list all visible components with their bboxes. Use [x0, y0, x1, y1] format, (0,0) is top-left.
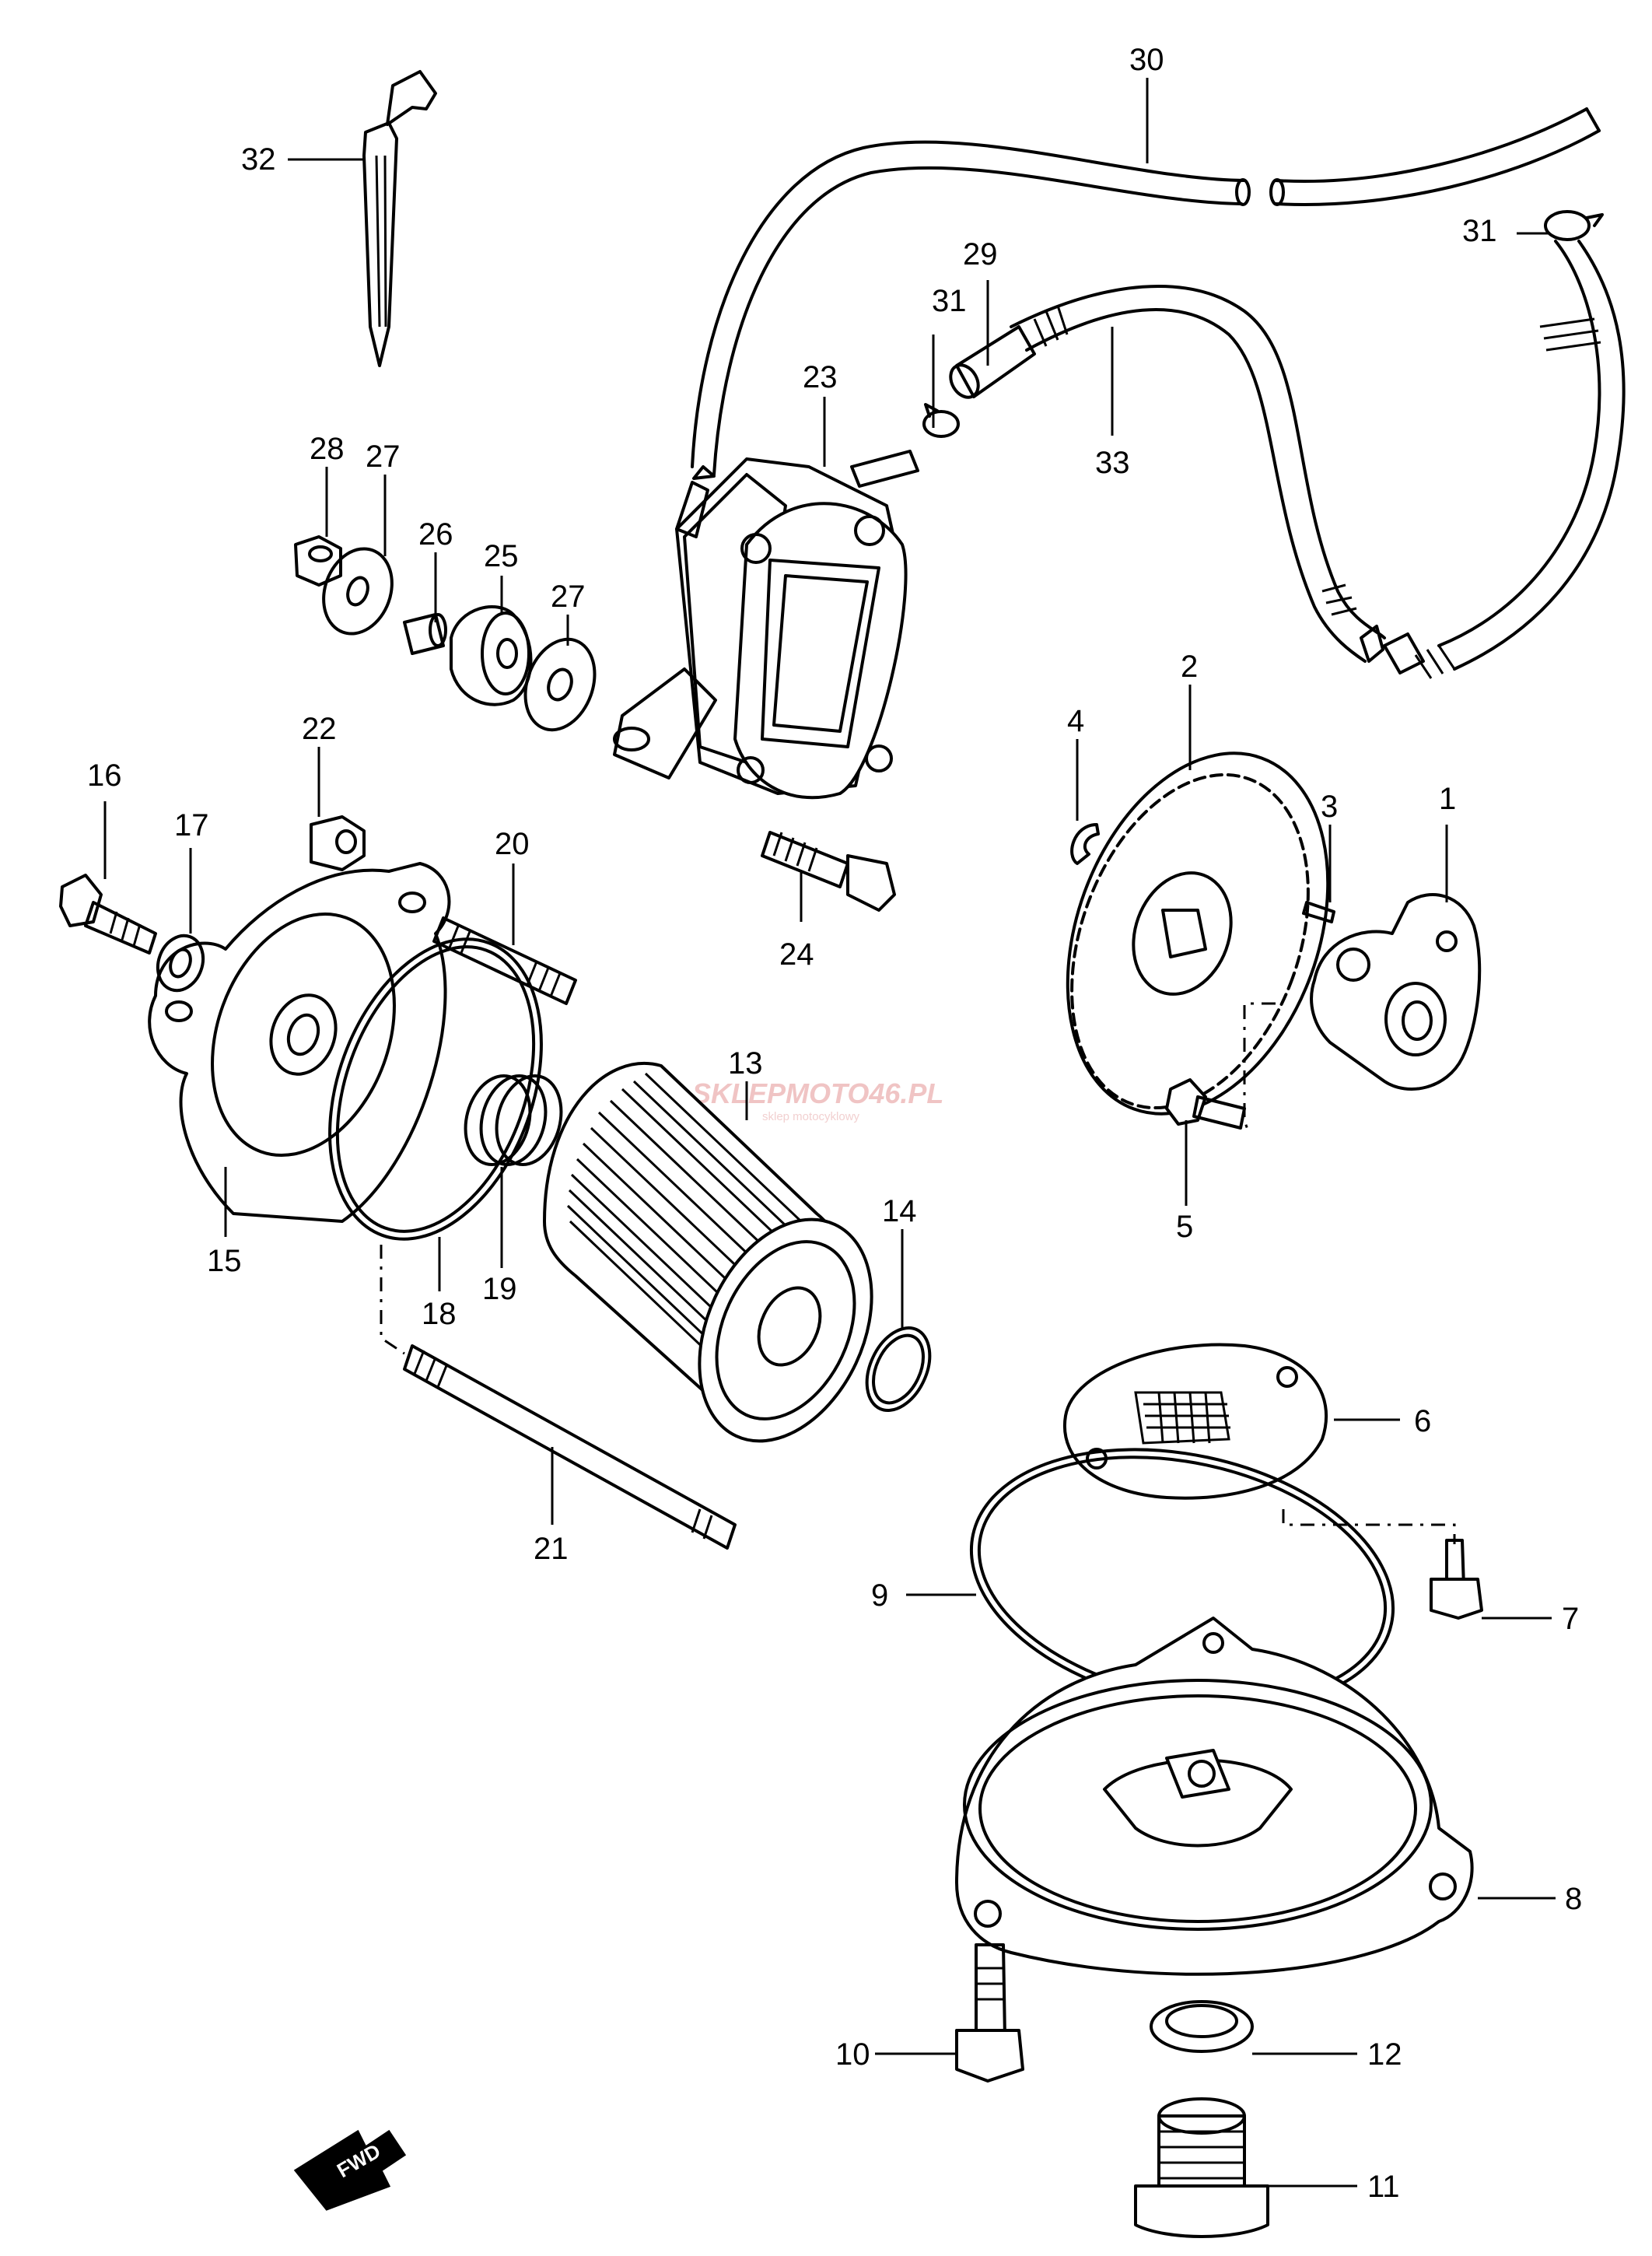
part-5-bolt	[1165, 1078, 1246, 1130]
part-7-bolt	[1430, 1539, 1483, 1620]
callout-28: 28	[310, 432, 345, 466]
part-28-nut	[294, 535, 342, 587]
part-6-strainer	[1062, 1343, 1328, 1500]
watermark-brand: SKLEPMOTO46.PL	[692, 1077, 943, 1109]
callout-30: 30	[1129, 43, 1164, 77]
callout-16: 16	[87, 758, 122, 793]
callout-6: 6	[1414, 1404, 1431, 1438]
callout-14: 14	[882, 1194, 917, 1228]
callout-5: 5	[1176, 1210, 1193, 1244]
part-29-hose-end	[949, 325, 1036, 399]
alignment-lines	[380, 1002, 1456, 1544]
callout-20: 20	[495, 827, 530, 861]
part-33-hose	[1010, 240, 1626, 679]
part-17-washer	[156, 934, 205, 993]
callout-1: 1	[1439, 782, 1456, 816]
part-12-washer	[1150, 2000, 1254, 2053]
part-25-grommet	[450, 605, 533, 706]
part-8-oil-pan	[955, 1617, 1474, 1976]
part-3-pin	[1302, 901, 1335, 923]
callout-12: 12	[1367, 2037, 1402, 2072]
callout-18: 18	[422, 1297, 457, 1331]
callout-labels: 30 31 31 29 33 32 23 28 27 26 25 27 22 1…	[87, 43, 1582, 2204]
part-11-drain-plug	[1134, 2097, 1269, 2238]
part-22-nut	[310, 815, 366, 871]
part-27-washer-upper	[322, 547, 394, 636]
part-26-collar	[403, 613, 447, 655]
part-18-o-ring	[328, 937, 543, 1241]
part-16-bolt	[59, 874, 157, 955]
callout-33: 33	[1095, 446, 1130, 480]
callout-21: 21	[534, 1532, 569, 1566]
callout-25: 25	[484, 539, 519, 573]
callout-31-right: 31	[1462, 214, 1497, 248]
callout-27-lower: 27	[551, 580, 586, 614]
part-27-washer-lower	[523, 637, 597, 732]
callout-8: 8	[1565, 1882, 1582, 1916]
callout-31-left: 31	[932, 284, 967, 318]
callout-24: 24	[779, 937, 814, 972]
fwd-direction-badge: FWD	[293, 2129, 407, 2211]
part-32-cable-tie	[362, 70, 437, 367]
callout-10: 10	[835, 2037, 870, 2072]
callout-22: 22	[302, 712, 337, 746]
callout-4: 4	[1067, 704, 1084, 738]
callout-11: 11	[1367, 2170, 1400, 2204]
callout-26: 26	[418, 517, 453, 552]
part-13-oil-filter	[543, 1061, 873, 1443]
callout-3: 3	[1321, 790, 1338, 824]
part-21-long-stud	[403, 1344, 737, 1550]
callout-9: 9	[871, 1578, 888, 1613]
callout-19: 19	[482, 1272, 517, 1306]
callout-2: 2	[1181, 650, 1198, 684]
callout-17: 17	[174, 808, 209, 842]
callout-29: 29	[963, 237, 998, 271]
part-30-hose	[691, 107, 1601, 480]
part-15-filter-cover	[148, 862, 451, 1223]
part-1-oil-pump	[1310, 893, 1482, 1091]
part-24-bolt	[761, 831, 896, 912]
callout-23: 23	[803, 360, 838, 394]
part-31-clip	[922, 403, 960, 438]
callout-15: 15	[207, 1244, 242, 1278]
watermark: SKLEPMOTO46.PL sklep motocyklowy	[692, 1077, 943, 1123]
watermark-tagline: sklep motocyklowy	[762, 1110, 860, 1123]
leader-lines	[103, 78, 1556, 2188]
part-14-o-ring	[865, 1326, 932, 1412]
callout-27-upper: 27	[366, 440, 401, 474]
callout-7: 7	[1562, 1602, 1579, 1636]
part-19-spring	[464, 1074, 563, 1166]
part-10-bolt	[955, 1943, 1024, 2083]
part-4-circlip	[1070, 823, 1100, 865]
part-2-gear	[1066, 751, 1330, 1116]
part-31-clip-right	[1544, 210, 1604, 241]
callout-32: 32	[241, 142, 276, 177]
callout-13: 13	[728, 1046, 763, 1081]
part-23-pump	[613, 450, 919, 800]
